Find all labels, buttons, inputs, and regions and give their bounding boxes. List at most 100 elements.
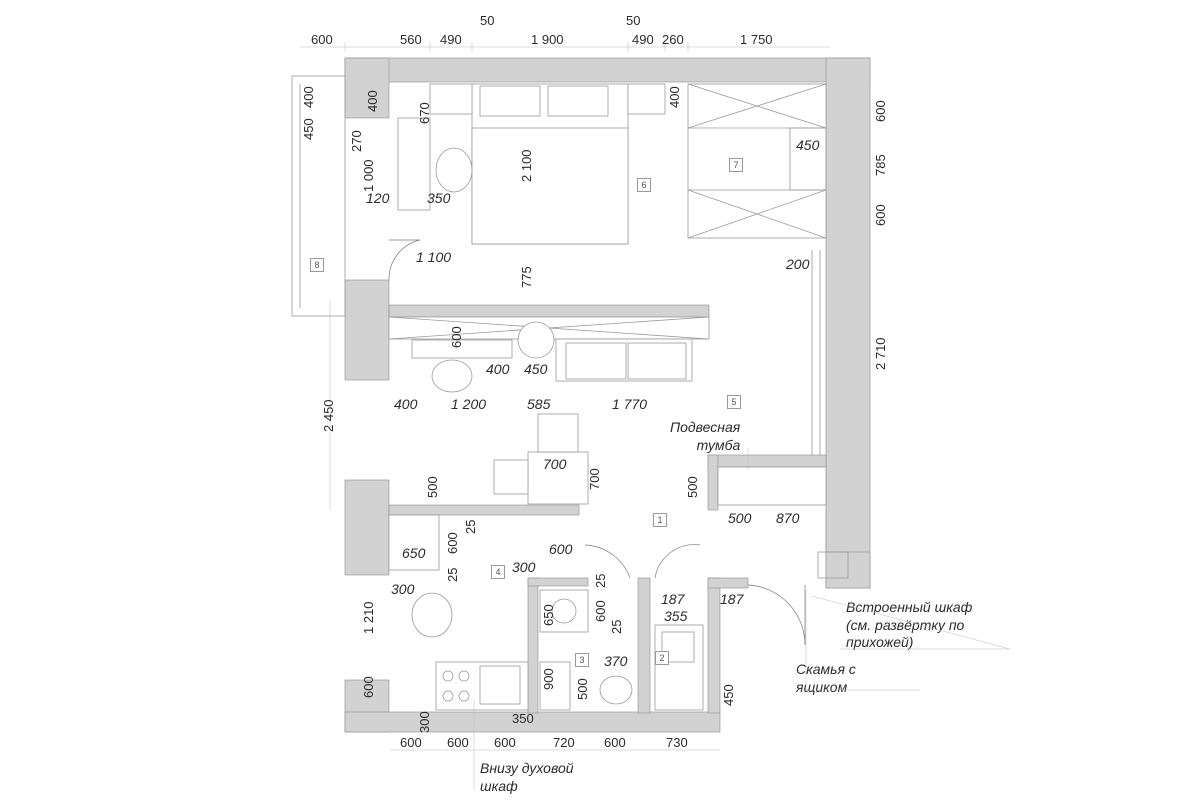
dim-bath-650: 650 xyxy=(541,604,556,626)
dim-bed-400-left: 400 xyxy=(365,90,380,112)
walls xyxy=(344,57,871,733)
dim-right-2710: 2 710 xyxy=(873,337,888,370)
note-bench: Скамья с ящиком xyxy=(796,661,856,696)
room-number-4: 4 xyxy=(491,565,505,579)
dim-row-1770: 1 770 xyxy=(612,396,648,412)
sink-kitchen xyxy=(479,665,521,705)
dim-cabinet-500-v: 500 xyxy=(685,476,700,498)
dim-kitchen-1210: 1 210 xyxy=(361,601,376,634)
dim-living-500-left: 500 xyxy=(425,476,440,498)
dim-wc-187b: 187 xyxy=(720,591,744,607)
dim-top-6: 50 xyxy=(626,13,641,28)
dim-bed-2100: 2 100 xyxy=(519,149,534,182)
dim-wc-187a: 187 xyxy=(661,591,685,607)
dim-left-400: 400 xyxy=(301,86,316,108)
chair-kitchen xyxy=(411,592,453,638)
dim-bottom-5: 600 xyxy=(604,735,626,750)
room-number-6: 6 xyxy=(637,178,651,192)
dim-right-785: 785 xyxy=(873,154,888,176)
dim-top-1: 600 xyxy=(311,32,333,47)
dim-bed-1000: 1 000 xyxy=(361,159,376,192)
dim-top-5: 1 900 xyxy=(531,32,564,47)
kitchen-furniture xyxy=(388,514,529,711)
dim-bed-200: 200 xyxy=(786,256,810,272)
dim-right-450: 450 xyxy=(721,684,736,706)
dim-kitchen-300b: 300 xyxy=(391,581,415,597)
dim-right-600b: 600 xyxy=(873,204,888,226)
entrance xyxy=(817,510,849,579)
dim-kitchen-600-bottom: 600 xyxy=(361,676,376,698)
dim-bottom-300: 300 xyxy=(417,711,432,733)
note-built-in-wardrobe-text: Встроенный шкаф (см. развёртку по прихож… xyxy=(846,599,973,650)
dim-top-2: 560 xyxy=(400,32,422,47)
note-hanging-cabinet: Подвесная тумба xyxy=(670,419,740,454)
dim-top-9: 1 750 xyxy=(740,32,773,47)
dim-bottom-4: 720 xyxy=(553,735,575,750)
round-table xyxy=(517,321,555,359)
note-oven-below-text: Внизу духовой шкаф xyxy=(480,760,574,794)
dim-bottom-3: 600 xyxy=(494,735,516,750)
room-number-2: 2 xyxy=(655,651,669,665)
dim-wc-355: 355 xyxy=(664,608,688,624)
dim-top-7: 490 xyxy=(632,32,654,47)
dim-top-3: 490 xyxy=(440,32,462,47)
dim-bed-1100: 1 100 xyxy=(416,249,452,265)
dim-kitchen-300a: 300 xyxy=(512,559,536,575)
hanging-cabinet xyxy=(717,466,827,506)
note-bench-text: Скамья с ящиком xyxy=(796,661,856,695)
chair-bedroom xyxy=(435,147,473,193)
dim-living-600: 600 xyxy=(449,326,464,348)
nightstand-left xyxy=(429,83,473,115)
chair-living xyxy=(431,359,473,393)
dim-bath-370: 370 xyxy=(604,653,628,669)
dim-bed-350: 350 xyxy=(427,190,451,206)
dim-kitchen-25a: 25 xyxy=(463,519,478,534)
desk-bedroom xyxy=(397,117,431,211)
room-number-5: 5 xyxy=(727,395,741,409)
room-number-7: 7 xyxy=(729,158,743,172)
room-number-1: 1 xyxy=(653,513,667,527)
dim-row-585: 585 xyxy=(527,396,551,412)
room-number-8: 8 xyxy=(310,258,324,272)
dim-living-450: 450 xyxy=(524,361,548,377)
dim-cabinet-500-h: 500 xyxy=(728,510,752,526)
dining-chair-left xyxy=(493,459,529,495)
dim-wardrobe-450: 450 xyxy=(796,137,820,153)
washing-machine xyxy=(539,589,589,633)
living-furniture xyxy=(388,250,827,506)
dim-right-600a: 600 xyxy=(873,100,888,122)
dim-bottom-350: 350 xyxy=(512,711,534,726)
dim-kitchen-600-v: 600 xyxy=(445,532,460,554)
note-hanging-cabinet-text: Подвесная тумба xyxy=(670,419,741,453)
desk-living xyxy=(411,339,513,359)
dim-cabinet-870: 870 xyxy=(776,510,800,526)
dim-bottom-6: 730 xyxy=(666,735,688,750)
bathroom-furniture xyxy=(539,544,806,711)
dim-bed-670: 670 xyxy=(417,102,432,124)
dim-bath-25-top: 25 xyxy=(593,573,608,588)
dim-bath-900: 900 xyxy=(541,668,556,690)
dining-chair-top xyxy=(537,413,579,453)
bedroom-furniture xyxy=(388,83,827,281)
dim-kitchen-25b: 25 xyxy=(445,567,460,582)
dim-fridge-650: 650 xyxy=(402,545,426,561)
nightstand-right xyxy=(627,83,666,115)
dim-bath-500: 500 xyxy=(575,678,590,700)
dim-bath-600: 600 xyxy=(593,600,608,622)
shower xyxy=(539,661,571,711)
dim-left-450: 450 xyxy=(301,118,316,140)
dim-bed-775: 775 xyxy=(519,266,534,288)
washbasin xyxy=(599,675,633,705)
dim-kitchen-600-h: 600 xyxy=(549,541,573,557)
dim-bed-270: 270 xyxy=(349,130,364,152)
balcony xyxy=(291,75,346,317)
dim-bed-120: 120 xyxy=(366,190,390,206)
wardrobe xyxy=(687,83,827,239)
note-built-in-wardrobe: Встроенный шкаф (см. развёртку по прихож… xyxy=(846,599,972,652)
dim-living-400: 400 xyxy=(486,361,510,377)
dim-table-700-h: 700 xyxy=(543,456,567,472)
fridge xyxy=(388,514,440,571)
dim-row-400: 400 xyxy=(394,396,418,412)
